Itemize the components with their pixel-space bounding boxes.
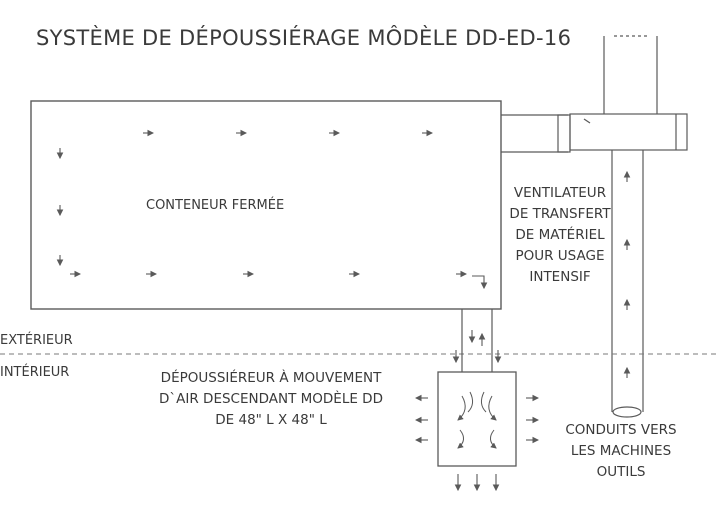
fan-label-line: VENTILATEUR — [513, 185, 607, 201]
container-box — [30, 100, 502, 310]
diagram-title: SYSTÈME DE DÉPOUSSIÉRAGE MÔDÈLE DD-ED-16 — [36, 26, 572, 50]
machine-duct — [611, 150, 644, 418]
interior-label: INTÉRIEUR — [0, 365, 70, 380]
collector-label: DÉPOUSSIÉREUR À MOUVEMENT D`AIR DESCENDA… — [142, 368, 400, 431]
fan-label-line: DE TRANSFERT — [509, 206, 611, 222]
ducts-label-line: OUTILS — [596, 464, 646, 480]
inlet-arrows — [452, 330, 502, 364]
collector-label-line: D`AIR DESCENDANT MODÈLE DD — [159, 391, 383, 407]
fan-label-line: POUR USAGE — [515, 248, 605, 264]
collector-label-line: DE 48" L X 48" L — [215, 412, 327, 428]
collector-label-line: DÉPOUSSIÉREUR À MOUVEMENT — [160, 370, 382, 386]
fan-label: VENTILATEUR DE TRANSFERT DE MATÉRIEL POU… — [500, 183, 620, 288]
fan-label-line: DE MATÉRIEL — [515, 227, 605, 243]
fan-label-line: INTENSIF — [529, 269, 591, 285]
ducts-label: CONDUITS VERS LES MACHINES OUTILS — [552, 420, 690, 483]
container-airflow-arrows — [56, 129, 468, 278]
collector-inlet-duct — [461, 309, 493, 372]
dust-collector-box — [437, 371, 517, 467]
collector-side-arrows — [414, 394, 540, 492]
ducts-label-line: CONDUITS VERS — [565, 422, 677, 438]
collector-internal-flow — [457, 391, 497, 449]
transfer-duct — [501, 114, 571, 153]
exhaust-stack — [603, 35, 658, 114]
exterior-label: EXTÉRIEUR — [0, 333, 73, 348]
container-label: CONTENEUR FERMÉE — [146, 198, 285, 213]
container-outlet-corner — [472, 275, 488, 290]
fan-housing — [569, 113, 688, 151]
ducts-label-line: LES MACHINES — [570, 443, 672, 459]
